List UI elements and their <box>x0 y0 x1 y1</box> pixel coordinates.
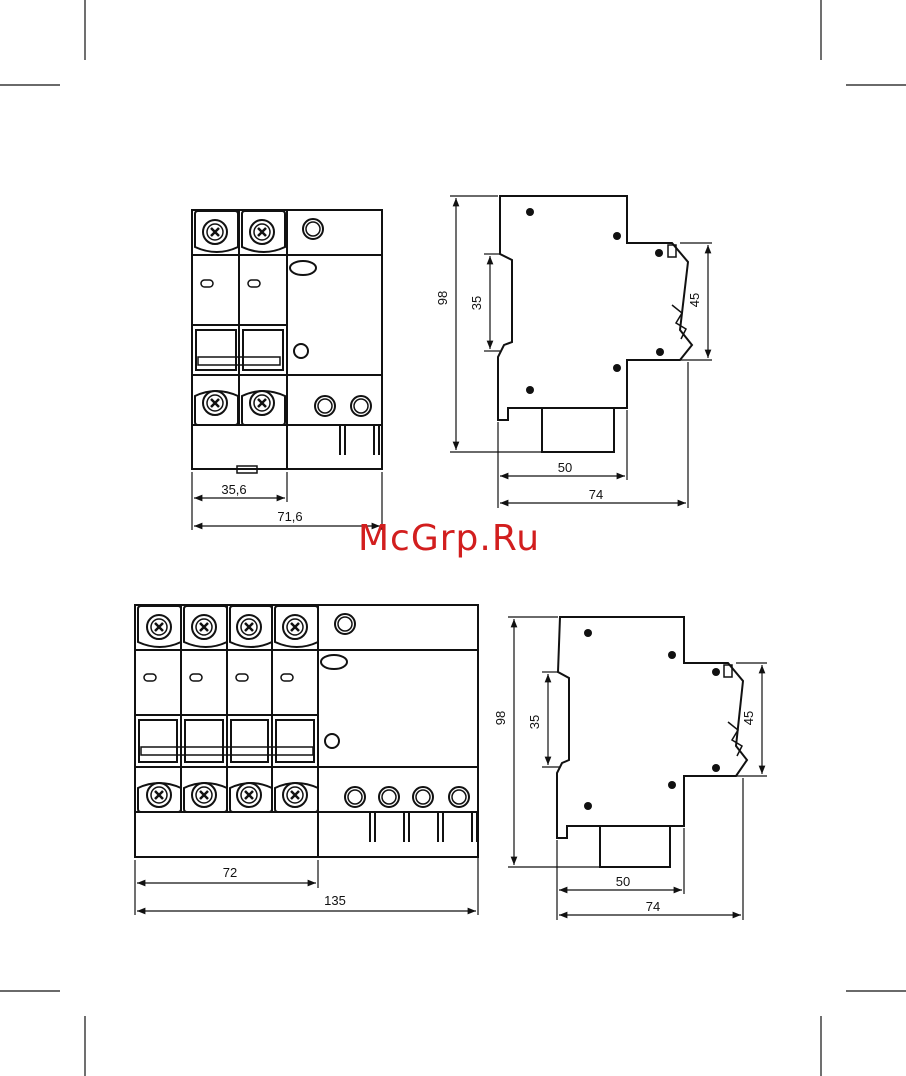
dim-total-width-label: 71,6 <box>277 509 302 524</box>
side-view-top <box>498 196 692 452</box>
dim-depth-total-label: 74 <box>646 899 660 914</box>
dim-pole-width-label: 35,6 <box>221 482 246 497</box>
dim-depth-front-label: 50 <box>558 460 572 475</box>
dim-total-width-label: 135 <box>324 893 346 908</box>
dim-height-label: 98 <box>435 291 450 305</box>
front-view-2-pole <box>192 210 382 473</box>
dim-depth-total-label: 74 <box>589 487 603 502</box>
side-view-bottom <box>557 617 747 867</box>
dim-height-label: 98 <box>493 711 508 725</box>
dim-rail-label: 35 <box>527 715 542 729</box>
dim-pole-width-label: 72 <box>223 865 237 880</box>
front-view-4-pole-dimensions <box>135 845 478 915</box>
dim-rail-label: 35 <box>469 296 484 310</box>
dim-front-label: 45 <box>741 711 756 725</box>
watermark-text: McGrp.Ru <box>358 518 540 559</box>
dim-front-label: 45 <box>687 293 702 307</box>
front-view-4-pole <box>135 605 478 857</box>
dim-depth-front-label: 50 <box>616 874 630 889</box>
